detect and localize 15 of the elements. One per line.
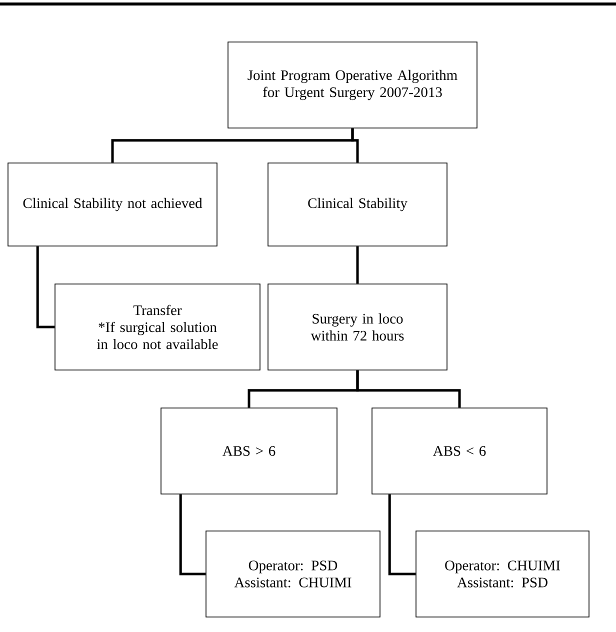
connector-line — [356, 246, 359, 284]
process-box: Operator: CHUIMI Assistant: PSD — [416, 530, 590, 618]
process-box: Joint Program Operative Algorithm for Urgent Surgery 2007-2013 — [228, 42, 478, 128]
process-box: Transfer *If surgical solution in loco not available — [54, 284, 260, 370]
process-box: Clinical Stability — [268, 162, 448, 246]
connector-line — [36, 246, 55, 328]
process-box: Operator: PSD Assistant: CHUIMI — [206, 530, 380, 618]
process-box: ABS > 6 — [160, 408, 338, 494]
process-box: ABS < 6 — [372, 408, 548, 494]
process-box: Surgery in loco within 72 hours — [268, 284, 448, 370]
connector-line — [351, 128, 359, 163]
connector-line — [356, 370, 461, 408]
connector-line — [179, 494, 206, 576]
connector-line — [388, 494, 416, 576]
process-box: Clinical Stability not achieved — [8, 162, 218, 246]
